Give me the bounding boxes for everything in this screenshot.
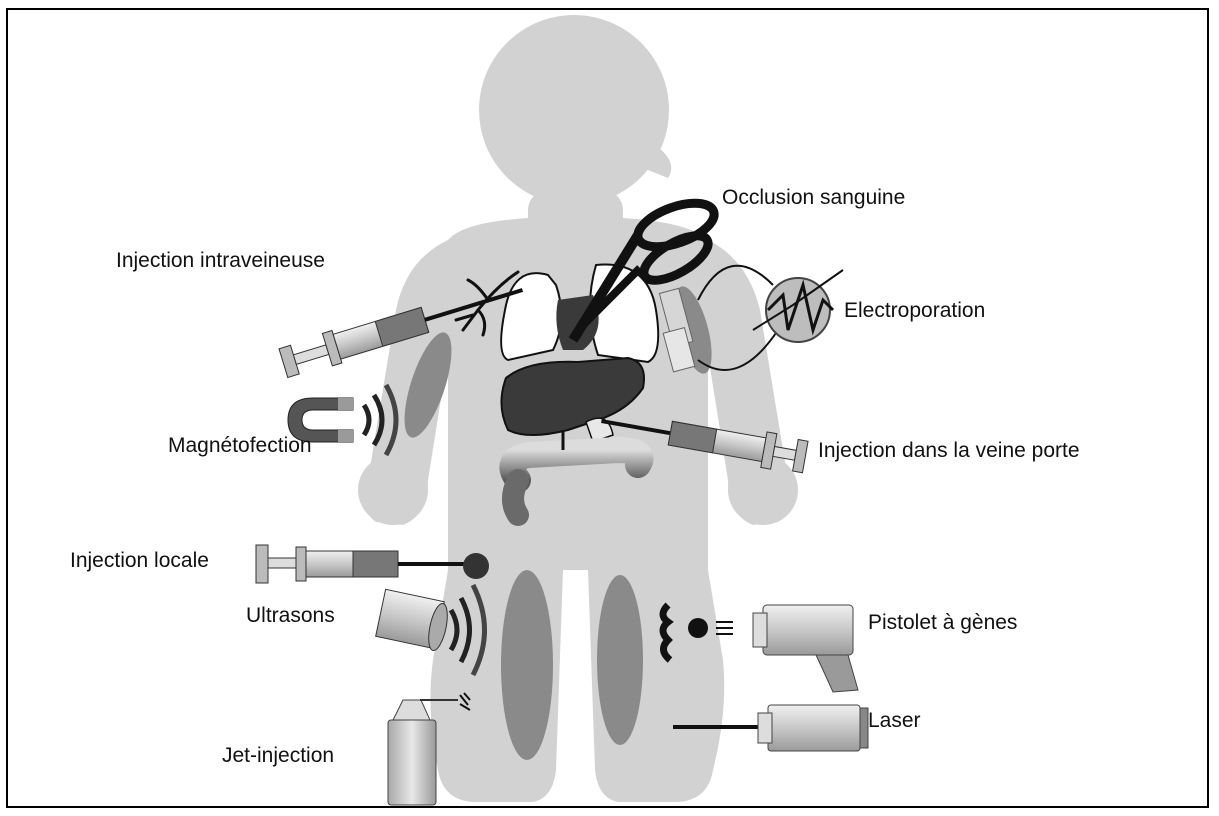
label-portal-injection: Injection dans la veine porte: [818, 440, 1080, 461]
illustration: [8, 10, 1209, 808]
label-occlusion: Occlusion sanguine: [722, 187, 905, 208]
label-iv-injection: Injection intraveineuse: [116, 250, 325, 271]
label-magnetofection: Magnétofection: [168, 435, 312, 456]
label-jet-injection: Jet-injection: [222, 745, 334, 766]
label-ultrasound: Ultrasons: [246, 605, 335, 626]
label-local-injection: Injection locale: [70, 550, 209, 571]
figure-frame: Occlusion sanguine Injection intraveineu…: [6, 8, 1209, 808]
label-electroporation: Electroporation: [844, 300, 985, 321]
label-laser: Laser: [868, 710, 921, 731]
label-gene-gun: Pistolet à gènes: [868, 612, 1017, 633]
